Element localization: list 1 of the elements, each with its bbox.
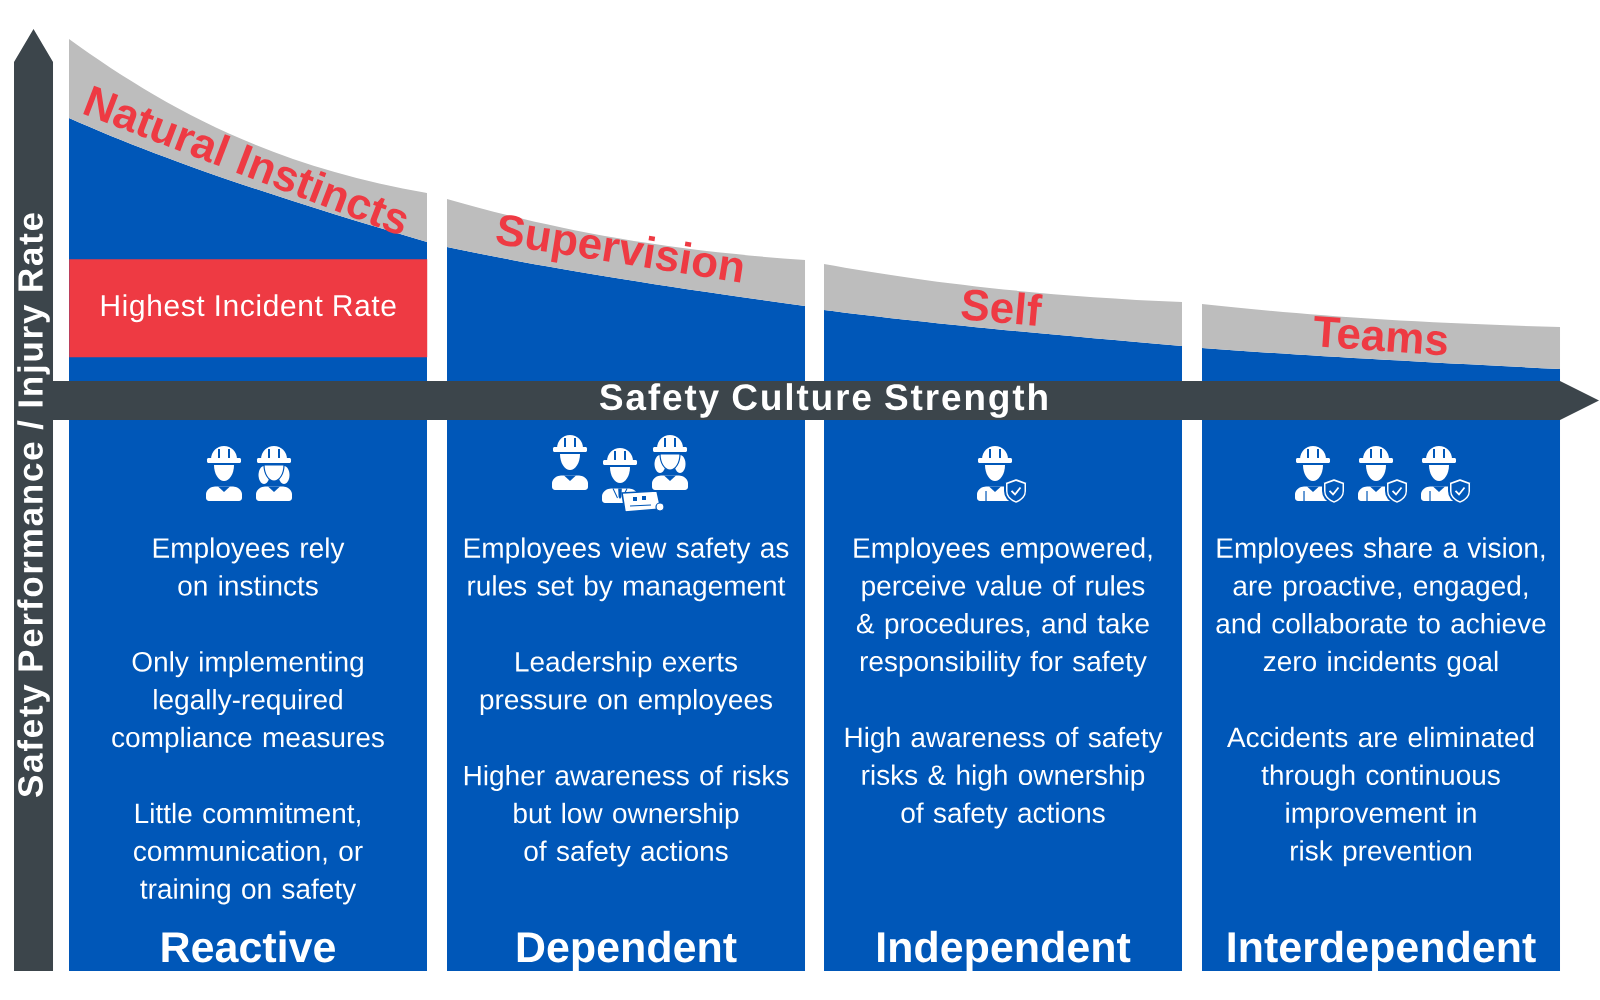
band-title: Teams xyxy=(1314,315,1447,356)
